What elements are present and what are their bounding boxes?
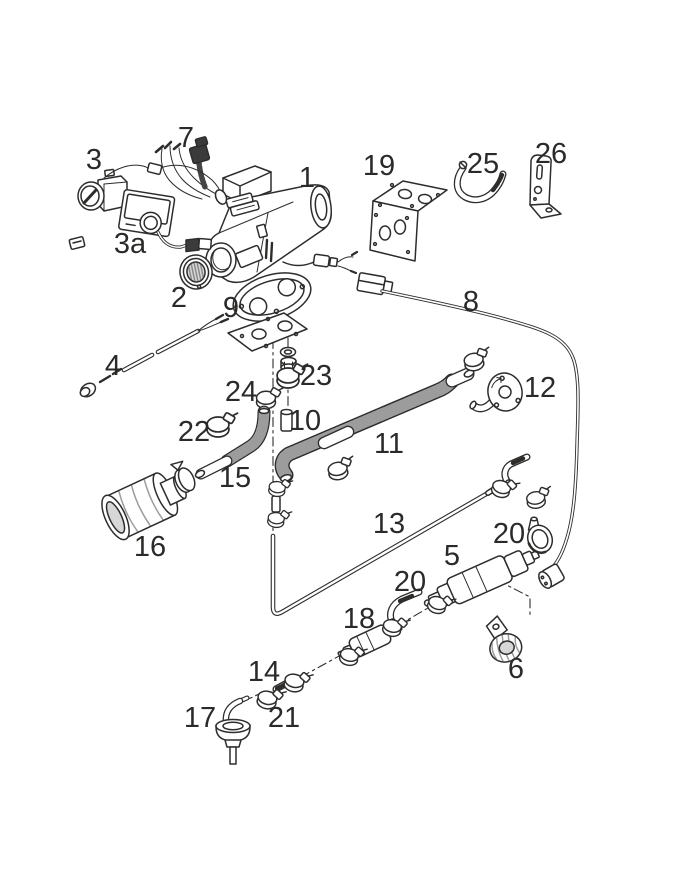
part-labels: 7 3 1 3a 19 25 26 2 9 8 4 23 24 12 10 22… (86, 122, 567, 734)
part-26-angle-bracket (529, 154, 562, 219)
part-label-6: 6 (508, 653, 524, 685)
part-8-pump-harness-cable (356, 272, 580, 589)
part-label-7: 7 (178, 122, 194, 154)
part-label-24: 24 (225, 376, 257, 408)
part-22-clamp (206, 411, 239, 438)
part-17-fuel-standpipe (215, 695, 251, 765)
part-25-strap (453, 160, 507, 204)
part-label-14: 14 (248, 656, 280, 688)
pump-holder-ring (526, 524, 554, 555)
part-24-clamp (255, 386, 284, 410)
part-4-sensor-cable (79, 313, 230, 398)
part-label-23: 23 (300, 360, 332, 392)
part-6-pump-mount (485, 615, 523, 663)
part-label-21: 21 (268, 702, 300, 734)
part-label-10: 10 (289, 405, 321, 437)
part-label-20a: 20 (493, 518, 525, 550)
part-label-12: 12 (524, 372, 556, 404)
part-19-mounting-bracket (369, 180, 448, 262)
part-7-wiring-harness (152, 136, 260, 217)
part-15-exhaust-flex-pipe (194, 405, 271, 480)
part-label-1: 1 (299, 162, 315, 194)
part-label-11: 11 (374, 428, 404, 460)
part-label-18: 18 (343, 603, 375, 635)
part-20-clamp (524, 485, 554, 511)
part-label-4: 4 (105, 350, 121, 382)
part-2-air-intake-grille (179, 254, 213, 290)
muffler-clamp (170, 460, 196, 494)
hose-clamp (325, 454, 358, 482)
part-label-19: 19 (363, 150, 395, 182)
part-label-2: 2 (171, 282, 187, 314)
part-label-20b: 20 (394, 566, 426, 598)
part-label-25: 25 (467, 148, 499, 180)
part-9-mounting-plate-gaskets (227, 272, 312, 352)
part-3a-control-panel (118, 189, 213, 253)
part-1-heater-unit (205, 165, 359, 284)
pump-connector-plug (538, 563, 565, 589)
part-16-muffler (101, 472, 187, 541)
part-12-exhaust-flange (469, 372, 523, 413)
part-label-15: 15 (219, 462, 251, 494)
part-11-combustion-air-hose (274, 367, 475, 483)
part-label-13: 13 (373, 508, 405, 540)
small-connector (68, 236, 86, 250)
part-label-5: 5 (444, 540, 460, 572)
part-10-fuel-pipe-sleeve (280, 408, 293, 432)
part-label-26: 26 (535, 138, 567, 170)
hose-clamp (461, 345, 494, 373)
part-label-22: 22 (178, 416, 210, 448)
part-label-3a: 3a (114, 228, 147, 260)
part-label-9: 9 (223, 292, 239, 324)
part-3-control-knob (77, 162, 163, 212)
fuel-connector-assembly (271, 495, 281, 513)
part-label-3: 3 (86, 144, 102, 176)
part-label-8: 8 (463, 286, 479, 318)
part-label-17: 17 (184, 702, 216, 734)
part-label-16: 16 (134, 531, 166, 563)
